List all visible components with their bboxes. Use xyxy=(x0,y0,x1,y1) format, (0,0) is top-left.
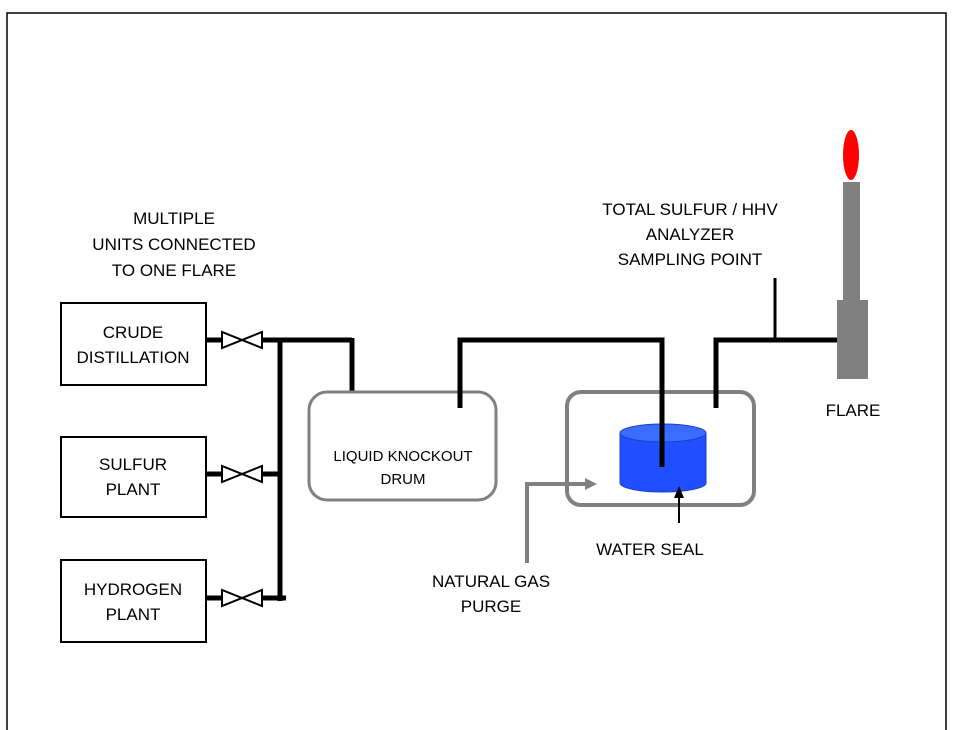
seal-to-flare-pipe xyxy=(713,278,838,408)
valve-sulfur xyxy=(221,464,263,484)
flare-stack: FLARE xyxy=(826,130,881,420)
arrow-right-icon xyxy=(585,478,597,490)
source-hydrogen-plant: HYDROGEN PLANT xyxy=(60,559,207,643)
valve-hydrogen xyxy=(221,588,263,608)
source-box xyxy=(60,436,207,518)
source-label-line-1: HYDROGEN xyxy=(84,580,182,599)
water-seal-label: WATER SEAL xyxy=(596,540,704,559)
water-seal-vessel xyxy=(565,340,756,507)
valve-icon xyxy=(221,588,263,608)
purge-label-line-1: NATURAL GAS xyxy=(432,572,550,591)
flare-stack-upper xyxy=(843,182,860,302)
source-crude-distillation: CRUDE DISTILLATION xyxy=(60,302,207,386)
pipe-segment xyxy=(713,337,838,408)
flare-label: FLARE xyxy=(826,401,881,420)
purge-pipe xyxy=(525,482,587,563)
flare-stack-base xyxy=(837,300,868,379)
valve-icon xyxy=(221,464,263,484)
header-note: MULTIPLE UNITS CONNECTED TO ONE FLARE xyxy=(92,209,255,280)
source-box xyxy=(60,302,207,386)
source-label-line-1: SULFUR xyxy=(99,455,167,474)
knockout-drum-vessel xyxy=(307,390,498,502)
knockout-drum-label-line-2: DRUM xyxy=(381,471,426,488)
source-label-line-1: CRUDE xyxy=(103,323,163,342)
valve-crude xyxy=(221,330,263,350)
knockout-drum: LIQUID KNOCKOUT DRUM xyxy=(307,390,498,502)
valve-icon xyxy=(221,330,263,350)
header-note-line-3: TO ONE FLARE xyxy=(112,261,236,280)
knockout-drum-label-line-1: LIQUID KNOCKOUT xyxy=(333,448,472,465)
analyzer-label-line-3: SAMPLING POINT xyxy=(618,250,763,269)
analyzer-label: TOTAL SULFUR / HHV ANALYZER SAMPLING POI… xyxy=(602,200,778,269)
source-label-line-2: PLANT xyxy=(106,480,161,499)
header-note-line-2: UNITS CONNECTED xyxy=(92,235,255,254)
analyzer-label-line-1: TOTAL SULFUR / HHV xyxy=(602,200,778,219)
purge-label-line-2: PURGE xyxy=(461,597,521,616)
source-label-line-2: DISTILLATION xyxy=(76,348,189,367)
diagram-frame xyxy=(6,12,947,730)
analyzer-label-line-2: ANALYZER xyxy=(646,225,735,244)
purge-line: NATURAL GAS PURGE xyxy=(432,478,597,616)
source-sulfur-plant: SULFUR PLANT xyxy=(60,436,207,518)
source-label-line-2: PLANT xyxy=(106,605,161,624)
source-box xyxy=(60,559,207,643)
header-note-line-1: MULTIPLE xyxy=(133,209,215,228)
water-seal-callout: WATER SEAL xyxy=(596,486,704,559)
flame-icon xyxy=(843,130,859,180)
arrow-up-icon xyxy=(674,486,684,498)
